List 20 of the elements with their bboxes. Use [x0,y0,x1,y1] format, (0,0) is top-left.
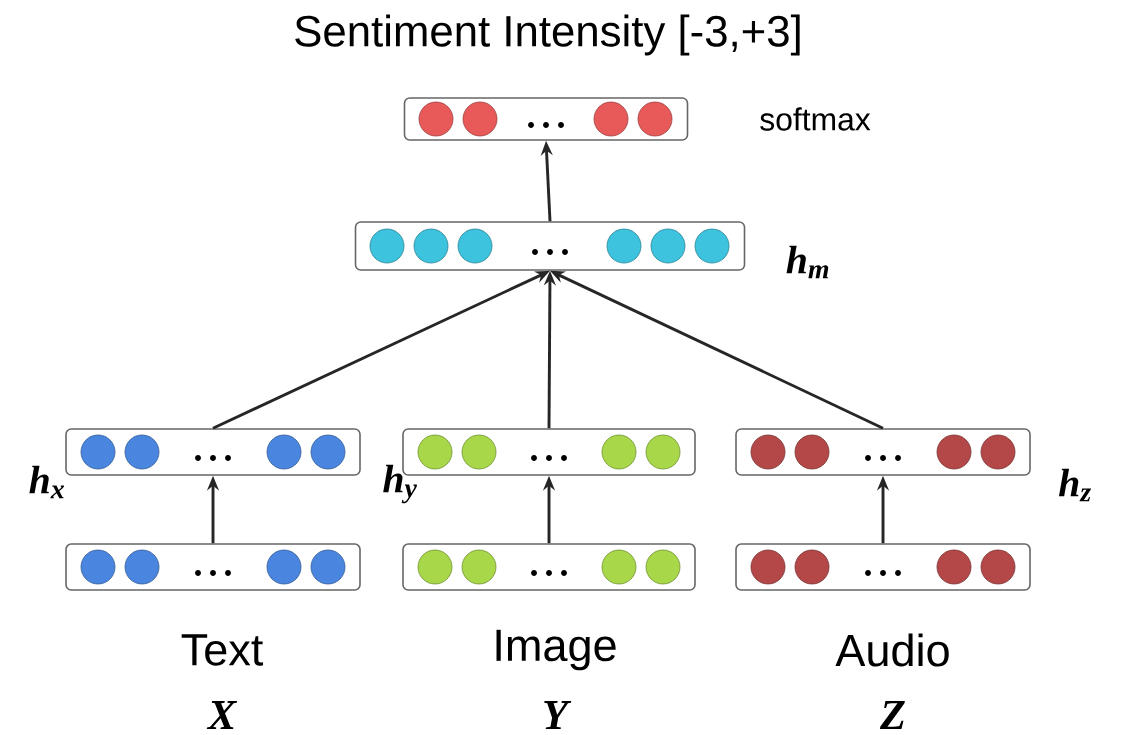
modality-label: Text [181,634,264,666]
variable-label: X [206,701,238,729]
neuron-layer [402,428,696,476]
neuron-layer [403,97,689,141]
layer-label: h$_{m}$ [786,245,829,279]
neuron-layer [65,428,361,476]
neuron-layer [65,543,361,591]
neuron-layer [735,543,1031,591]
modality-label: Audio [835,633,949,667]
variable-label: Z [879,701,905,729]
layer-label: h$_{z}$ [1058,468,1092,502]
neuron-layer [402,543,696,591]
layer-label: h$_{x}$ [29,465,64,499]
neuron-layer [735,428,1031,476]
layer-label: h$_{y}$ [383,464,417,504]
variable-label: Y [544,701,572,729]
layer-label: softmax [760,107,871,131]
neuron-layer [354,221,746,271]
title: Sentiment Intensity [-3,+3] [295,14,800,56]
modality-label: Image [496,629,616,671]
